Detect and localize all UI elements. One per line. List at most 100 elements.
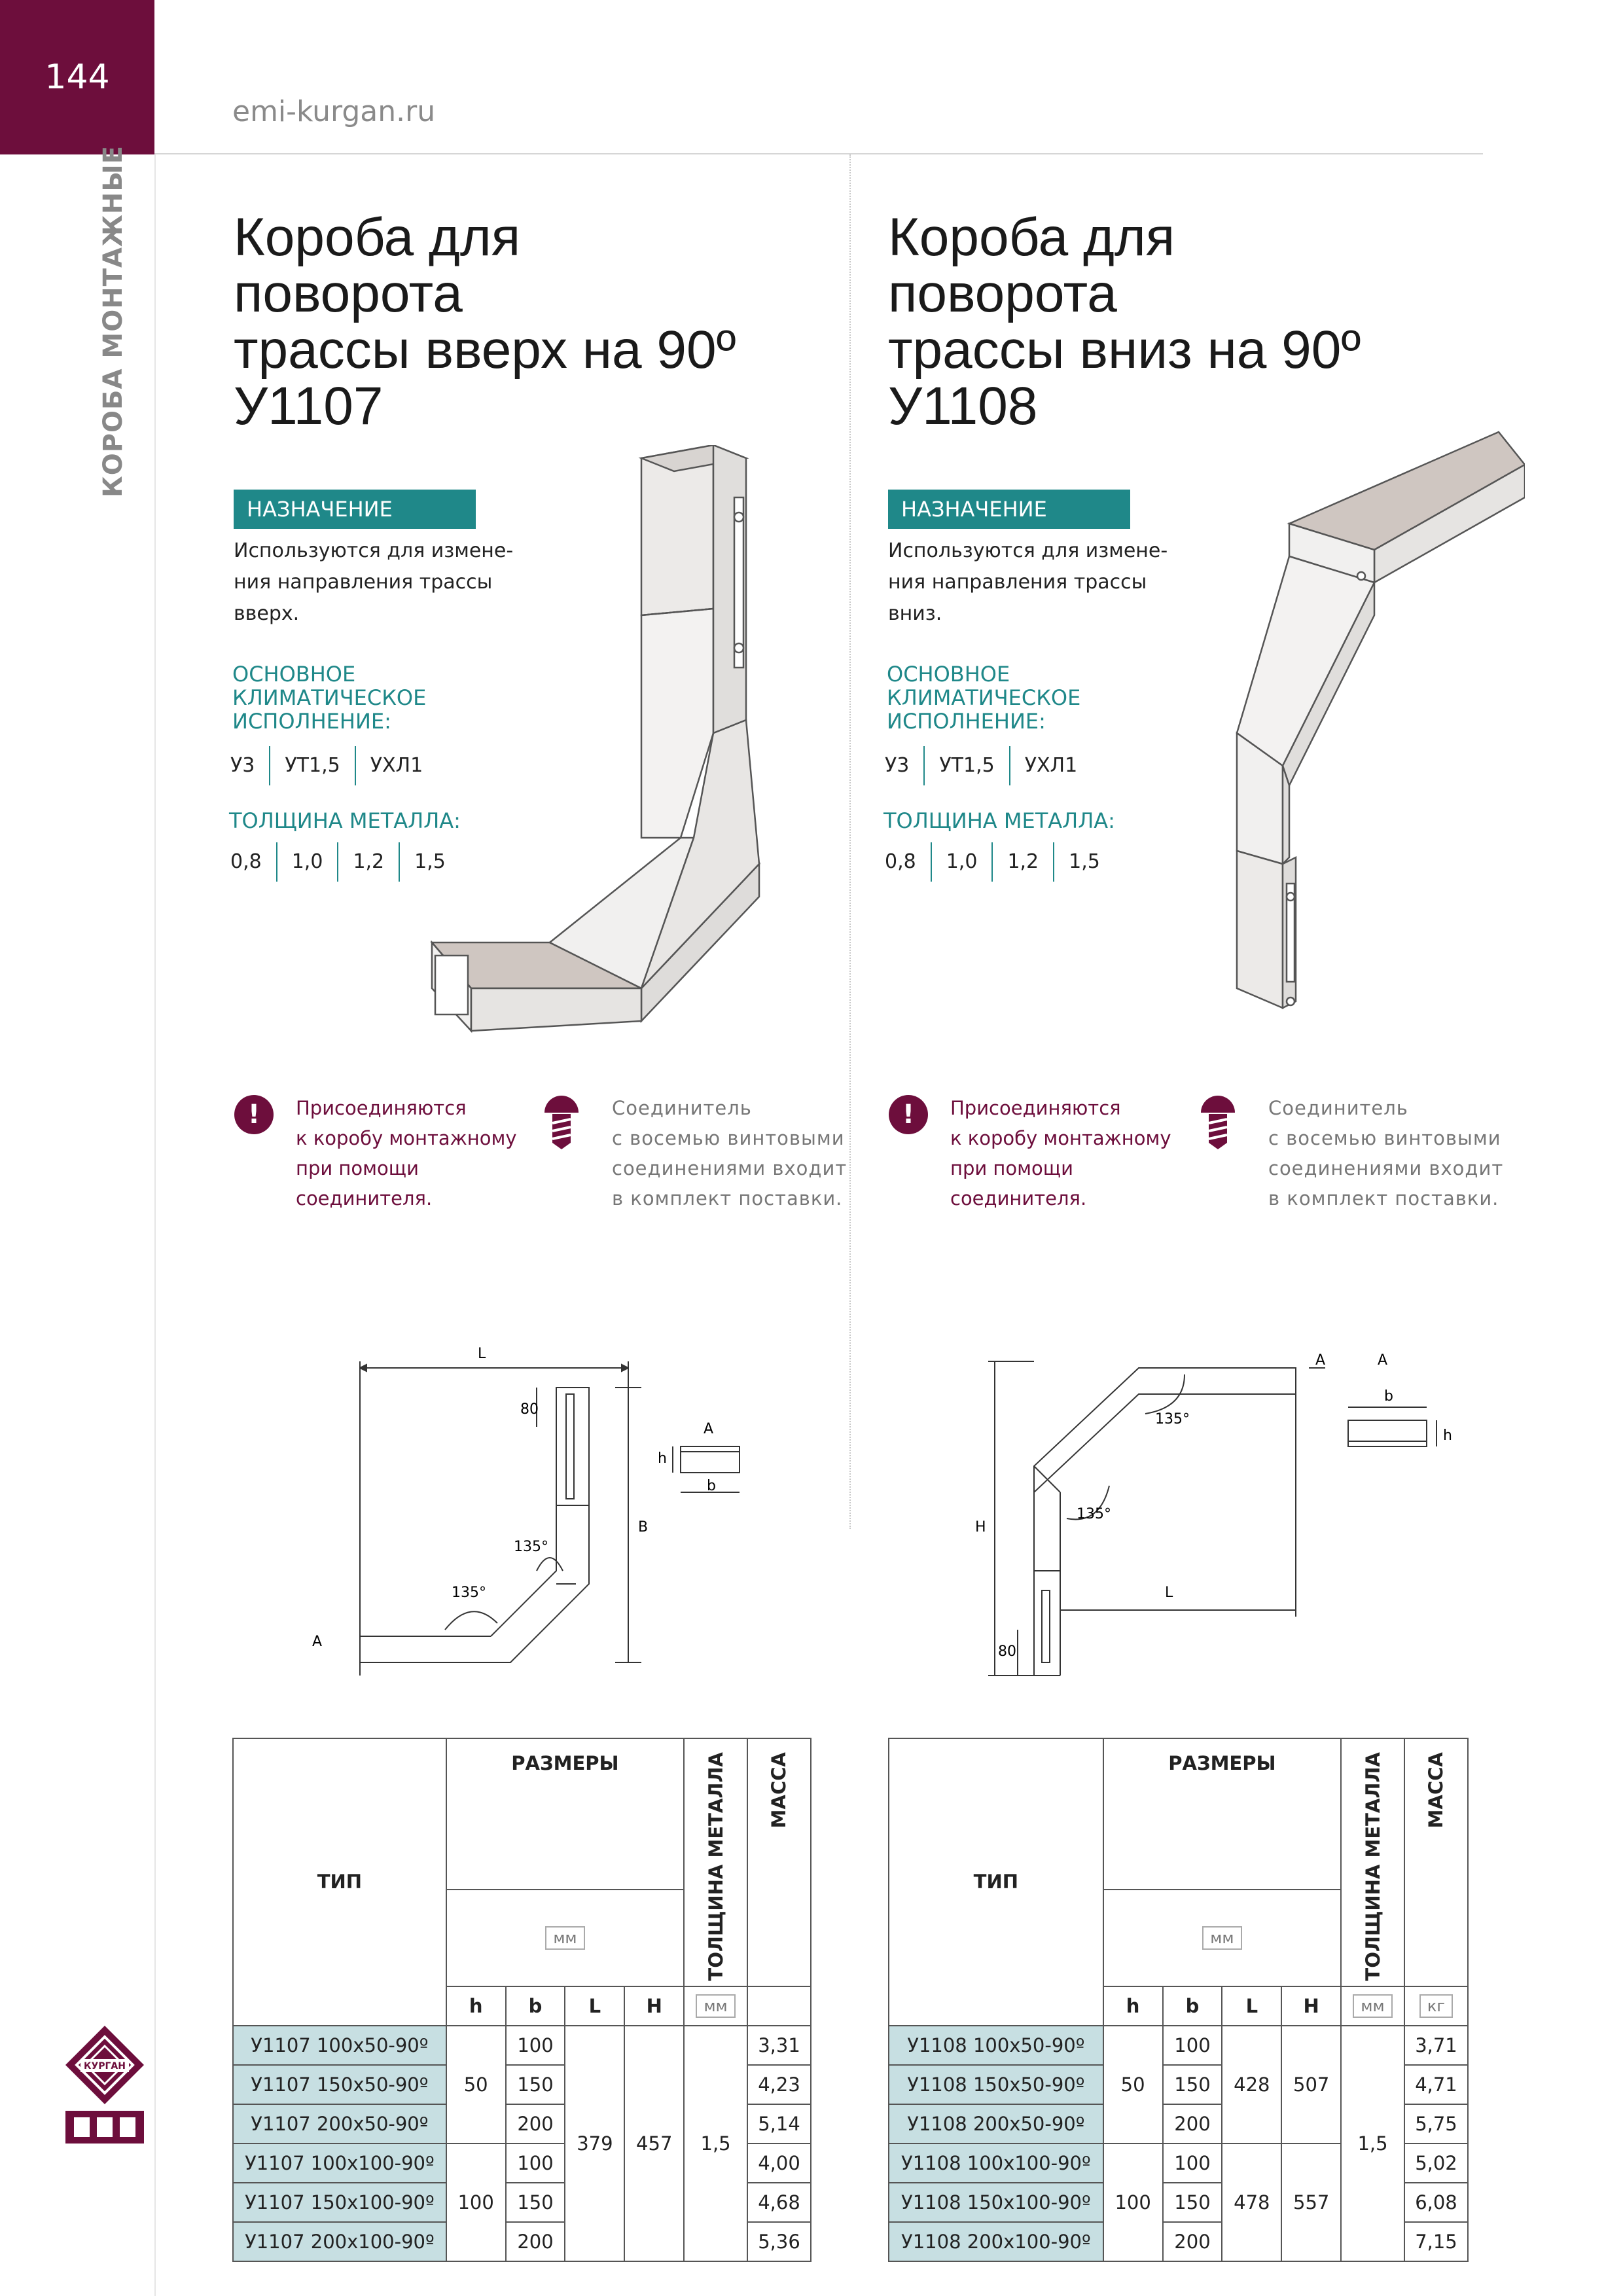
right-th-sizes: РАЗМЕРЫ	[1102, 1737, 1342, 1891]
table-cell-mass: 3,71	[1403, 2024, 1469, 2066]
table-row-type: У1108 100x100-90º	[888, 2142, 1104, 2183]
left-dim-B: B	[638, 1519, 648, 1535]
table-cell-L: 379	[564, 2024, 626, 2262]
right-th-sizes-label: РАЗМЕРЫ	[1168, 1752, 1276, 1774]
left-technical-drawing: L B 80 135° 135° A A h b	[312, 1346, 740, 1676]
right-note2-line2: с восемью винтовыми	[1268, 1127, 1501, 1149]
right-note2-line3: соединениями входит	[1268, 1157, 1504, 1179]
left-title-line2: трассы вверх на 90º	[234, 320, 736, 380]
table-cell-b: 100	[505, 2024, 566, 2066]
right-spec-table: ТИП РАЗМЕРЫ ТОЛЩИНА МЕТАЛЛА МАССА мм h b…	[888, 1737, 1469, 2262]
left-climate-head-3: ИСПОЛНЕНИЕ:	[232, 709, 391, 734]
table-cell-b: 150	[505, 2064, 566, 2105]
table-cell-h: 100	[445, 2142, 507, 2262]
left-note1-line4: соединителя.	[296, 1187, 433, 1210]
table-row-type: У1108 150x100-90º	[888, 2181, 1104, 2223]
header-rule	[154, 153, 1483, 154]
table-row-type: У1107 200x100-90º	[232, 2221, 447, 2262]
right-th-mass: МАССА	[1403, 1738, 1469, 1987]
right-section-A: A	[1315, 1352, 1325, 1369]
table-cell-thick: 1,5	[683, 2024, 748, 2262]
table-cell-b: 150	[505, 2181, 566, 2223]
table-cell-b: 200	[1162, 2103, 1223, 2144]
table-cell-mass: 5,02	[1403, 2142, 1469, 2183]
right-note1-line3: при помощи	[950, 1157, 1073, 1179]
right-note2-line4: в комплект поставки.	[1268, 1187, 1499, 1210]
left-thickness-value: 1,0	[276, 842, 338, 882]
right-dim-H: H	[975, 1519, 986, 1535]
margin-rule	[154, 154, 156, 2296]
right-th-L: L	[1221, 1985, 1283, 2026]
left-unit-mm: мм	[545, 1926, 585, 1950]
right-purpose-badge: НАЗНАЧЕНИЕ	[888, 490, 1130, 529]
right-climate-value: УХЛ1	[1008, 746, 1092, 785]
left-dim-h: h	[658, 1450, 667, 1467]
right-note-connector: Соединитель с восемью винтовыми соединен…	[1268, 1093, 1503, 1213]
table-cell-b: 150	[1162, 2064, 1223, 2105]
table-cell-b: 200	[505, 2221, 566, 2262]
table-cell-mass: 6,08	[1403, 2181, 1469, 2223]
right-title: Короба для поворота трассы вниз на 90º У…	[888, 209, 1412, 435]
table-cell-b: 100	[505, 2142, 566, 2183]
left-purpose-line1: Используются для измене-	[234, 539, 514, 562]
left-climate-head-1: ОСНОВНОЕ	[232, 662, 356, 687]
left-thickness-value: 1,5	[399, 842, 460, 882]
section-side-label: КОРОБА МОНТАЖНЫЕ	[98, 145, 128, 497]
table-cell-mass: 5,36	[746, 2221, 812, 2262]
table-row-type: У1108 200x100-90º	[888, 2221, 1104, 2262]
column-divider	[849, 154, 851, 1529]
right-th-mass-unit: кг	[1403, 1985, 1469, 2026]
right-dim-b: b	[1384, 1388, 1393, 1405]
table-row-type: У1108 150x50-90º	[888, 2064, 1104, 2105]
right-screw-icon	[1201, 1096, 1235, 1149]
left-screw-icon	[544, 1096, 579, 1149]
left-note1-line2: к коробу монтажному	[296, 1127, 517, 1149]
right-warning-icon: !	[889, 1095, 928, 1134]
left-th-L: L	[564, 1985, 626, 2026]
table-cell-H: 507	[1281, 2024, 1342, 2144]
right-section-A-view: A	[1378, 1352, 1387, 1369]
table-cell-mass: 5,14	[746, 2103, 812, 2144]
right-product-illustration	[1236, 431, 1525, 1010]
right-th-type: ТИП	[888, 1738, 1104, 2026]
right-angle-1: 135°	[1155, 1411, 1190, 1427]
right-climate-heading: ОСНОВНОЕ КЛИМАТИЧЕСКОЕ ИСПОЛНЕНИЕ:	[887, 662, 1080, 733]
right-note1-line4: соединителя.	[950, 1187, 1087, 1210]
logo-text: КУРГАН	[84, 2061, 126, 2072]
left-title: Короба для поворота трассы вверх на 90º …	[234, 209, 757, 435]
table-cell-b: 100	[1162, 2142, 1223, 2183]
table-cell-L: 478	[1221, 2142, 1283, 2262]
right-dim-h: h	[1443, 1427, 1452, 1444]
left-th-thickness: ТОЛЩИНА МЕТАЛЛА	[683, 1738, 748, 1987]
site-url[interactable]: emi-kurgan.ru	[232, 95, 436, 128]
left-th-mass-label: МАССА	[768, 1752, 791, 1829]
right-unit-mass: кг	[1419, 1994, 1454, 2018]
left-th-sizes: РАЗМЕРЫ	[445, 1737, 685, 1891]
right-thickness-value: 1,0	[930, 842, 992, 882]
table-cell-b: 200	[1162, 2221, 1223, 2262]
right-th-mass-label: МАССА	[1425, 1752, 1448, 1829]
table-cell-h: 50	[445, 2024, 507, 2144]
right-angle-2: 135°	[1077, 1506, 1111, 1522]
left-th-sizes-label: РАЗМЕРЫ	[511, 1752, 619, 1774]
right-th-b: b	[1162, 1985, 1223, 2026]
left-dim-80: 80	[520, 1401, 539, 1418]
left-warning-icon: !	[234, 1095, 274, 1134]
table-cell-H: 557	[1281, 2142, 1342, 2262]
table-cell-b: 200	[505, 2103, 566, 2144]
left-thickness-heading: ТОЛЩИНА МЕТАЛЛА:	[229, 808, 461, 833]
right-purpose-text: Используются для измене- ния направления…	[888, 535, 1202, 630]
right-title-line3: У1108	[888, 376, 1038, 436]
right-thickness-values: 0,8 1,0 1,2 1,5	[885, 842, 1115, 882]
right-thickness-value: 1,5	[1053, 842, 1115, 882]
left-note2-line4: в комплект поставки.	[612, 1187, 843, 1210]
left-th-H: H	[624, 1985, 685, 2026]
left-thickness-value: 0,8	[230, 850, 262, 873]
right-climate-head-2: КЛИМАТИЧЕСКОЕ	[887, 685, 1081, 710]
right-note1-line1: Присоединяются	[950, 1097, 1121, 1119]
left-section-A-view: A	[704, 1421, 713, 1437]
left-th-mm: мм	[445, 1889, 685, 1987]
left-climate-value: УТ1,5	[269, 746, 354, 785]
left-section-A: A	[312, 1634, 322, 1650]
right-thickness-heading: ТОЛЩИНА МЕТАЛЛА:	[883, 808, 1115, 833]
